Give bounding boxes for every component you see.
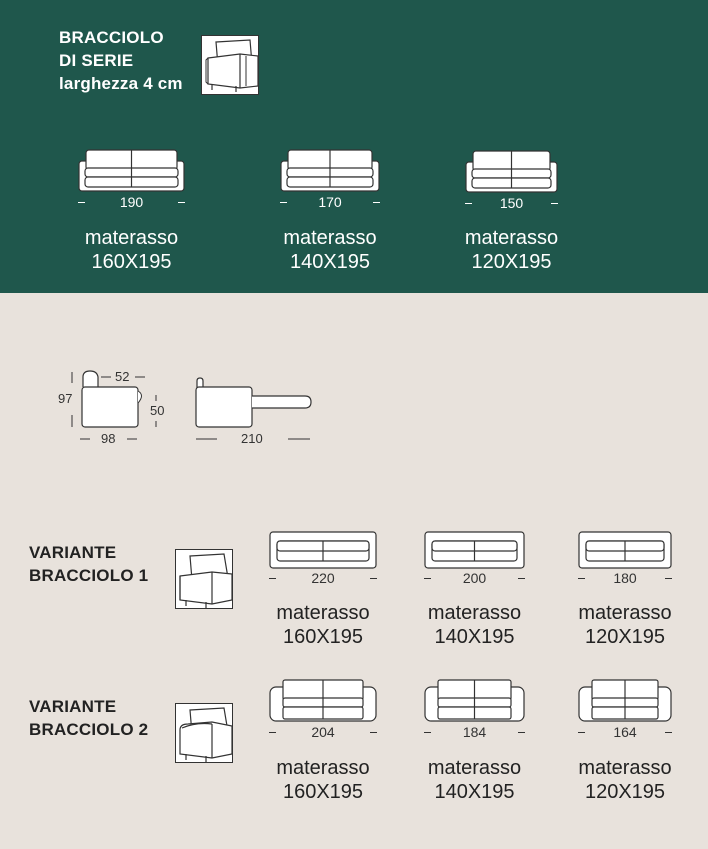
- sofa-variant1-1: [269, 531, 377, 575]
- variant1-title: VARIANTE BRACCIOLO 1: [29, 541, 148, 587]
- mattress-label: materasso: [276, 757, 370, 779]
- width-dimension: 200: [462, 570, 487, 586]
- height-label: 97: [58, 391, 73, 406]
- standard-title: BRACCIOLO DI SERIE larghezza 4 cm: [59, 26, 183, 95]
- dimension-tick: [578, 732, 585, 733]
- mattress-size: 120X195: [584, 781, 666, 803]
- mattress-size: 160X195: [282, 781, 364, 803]
- dimension-tick: [269, 732, 276, 733]
- dimension-tick: [269, 578, 276, 579]
- sofa-standard-1: [78, 149, 185, 193]
- armrest-variant-2-icon: [175, 703, 233, 763]
- mattress-size: 120X195: [584, 626, 666, 648]
- dimension-tick: [280, 202, 287, 203]
- sofa-variant2-1: [269, 679, 377, 723]
- standard-title-line-1: BRACCIOLO: [59, 28, 164, 47]
- dimension-tick: [551, 203, 558, 204]
- dimension-tick: [178, 202, 185, 203]
- width-dimension: 184: [462, 724, 487, 740]
- width-dimension: 190: [119, 194, 144, 210]
- mattress-label: materasso: [464, 227, 559, 249]
- sofa-variant1-3: [578, 531, 672, 575]
- sofa-standard-3: [465, 150, 558, 194]
- dimension-tick: [424, 732, 431, 733]
- mattress-label: materasso: [578, 757, 672, 779]
- dimension-tick: [665, 732, 672, 733]
- dimension-tick: [465, 203, 472, 204]
- variant2-title-line-1: VARIANTE: [29, 697, 117, 716]
- seat-depth-label: 52: [115, 369, 130, 384]
- mattress-label: materasso: [84, 227, 179, 249]
- depth-label: 98: [101, 431, 116, 446]
- mattress-size: 160X195: [282, 626, 364, 648]
- mattress-label: materasso: [283, 227, 377, 249]
- dimension-tick: [78, 202, 85, 203]
- dimension-tick: [665, 578, 672, 579]
- sofa-standard-2: [280, 149, 380, 193]
- sofa-variant2-2: [424, 679, 525, 723]
- mattress-size: 140X195: [289, 251, 371, 273]
- width-dimension: 220: [311, 570, 335, 586]
- mattress-label: materasso: [427, 602, 522, 624]
- width-dimension: 204: [311, 724, 335, 740]
- standard-title-line-2: DI SERIE: [59, 51, 134, 70]
- dimension-tick: [370, 578, 377, 579]
- width-dimension: 170: [318, 194, 342, 210]
- mattress-size: 140X195: [434, 781, 515, 803]
- sofa-variant1-2: [424, 531, 525, 575]
- width-dimension: 164: [613, 724, 637, 740]
- sofa-variant2-3: [578, 679, 672, 723]
- dimension-tick: [578, 578, 585, 579]
- variants-section: [0, 293, 708, 849]
- dimension-tick: [424, 578, 431, 579]
- mattress-label: materasso: [578, 602, 672, 624]
- mattress-label: materasso: [276, 602, 370, 624]
- dimension-tick: [518, 578, 525, 579]
- mattress-size: 140X195: [434, 626, 515, 648]
- width-dimension: 180: [613, 570, 637, 586]
- mattress-size: 120X195: [471, 251, 552, 273]
- dimension-tick: [518, 732, 525, 733]
- armrest-standard-icon: [201, 35, 259, 95]
- dimension-tick: [373, 202, 380, 203]
- variant1-title-line-1: VARIANTE: [29, 543, 117, 562]
- dimension-tick: [370, 732, 377, 733]
- mattress-label: materasso: [427, 757, 522, 779]
- standard-armrest-section: [0, 0, 708, 293]
- variant1-title-line-2: BRACCIOLO 1: [29, 566, 149, 585]
- profile-diagram: 97 52 50 98 210: [55, 365, 335, 455]
- open-length-label: 210: [241, 431, 263, 446]
- standard-title-line-3: larghezza 4 cm: [59, 74, 183, 93]
- mattress-size: 160X195: [91, 251, 172, 273]
- width-dimension: 150: [499, 195, 524, 211]
- variant2-title: VARIANTE BRACCIOLO 2: [29, 695, 148, 741]
- variant2-title-line-2: BRACCIOLO 2: [29, 720, 149, 739]
- armrest-variant-1-icon: [175, 549, 233, 609]
- seat-height-label: 50: [150, 403, 165, 418]
